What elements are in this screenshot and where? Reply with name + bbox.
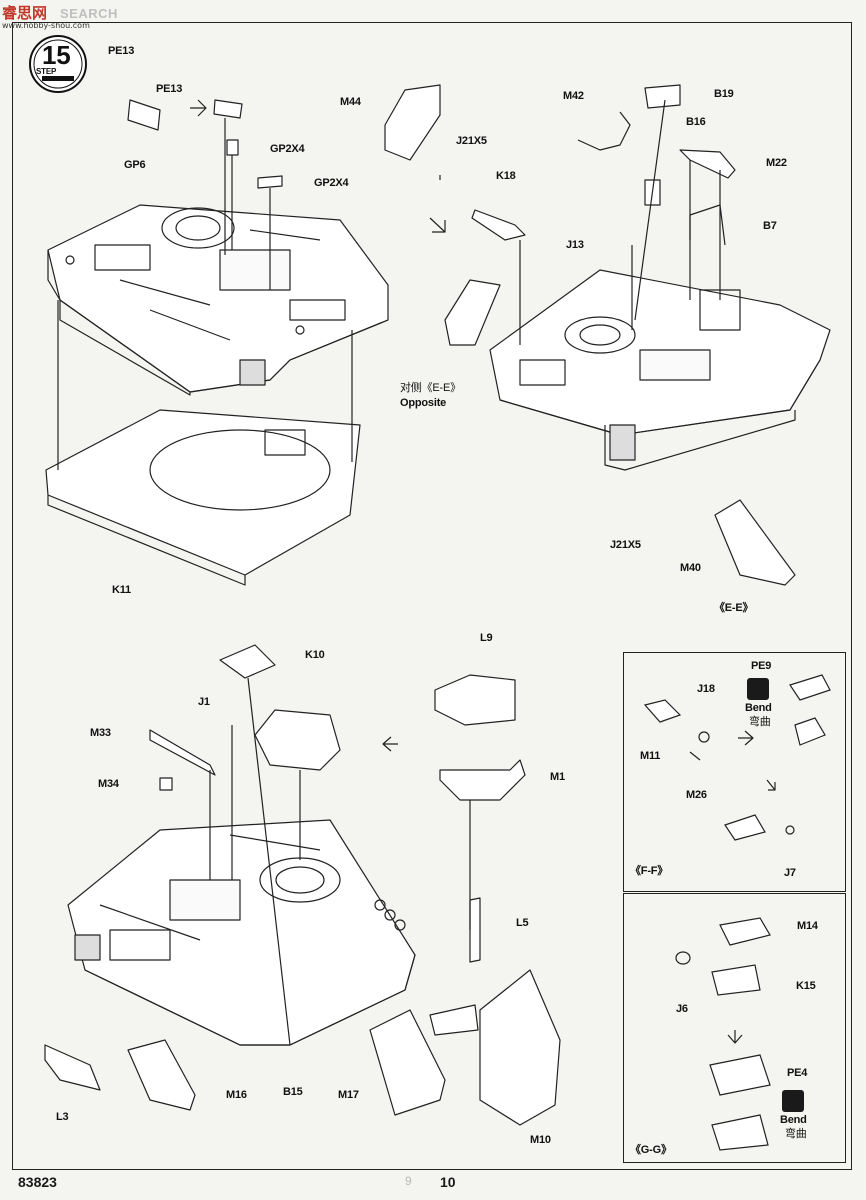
- bend-icon: [747, 678, 769, 700]
- label-pe13-b: PE13: [156, 83, 183, 95]
- label-b19: B19: [714, 88, 734, 100]
- inset-f-f: [623, 652, 846, 892]
- part-l5-shape: [469, 897, 481, 963]
- inset-g-g: [623, 893, 846, 1163]
- bend-icon: [782, 1090, 804, 1112]
- label-j1: J1: [198, 696, 210, 708]
- footer-page-number: 10: [440, 1174, 456, 1190]
- hull-lower-assembly: [67, 819, 416, 1046]
- label-k15: K15: [796, 980, 816, 992]
- label-pe4: PE4: [787, 1067, 808, 1079]
- site-watermark-search: SEARCH: [60, 6, 118, 21]
- label-m11: M11: [640, 750, 661, 762]
- label-b7: B7: [763, 220, 777, 232]
- label-j6: J6: [676, 1003, 688, 1015]
- step-number: 15: [42, 40, 71, 70]
- label-gp6: GP6: [124, 159, 146, 171]
- label-l3: L3: [56, 1111, 69, 1123]
- arrow-down-ff: [766, 779, 776, 791]
- part-e-e-shape: [444, 279, 501, 346]
- note-opposite-en: Opposite: [400, 397, 447, 409]
- label-m26: M26: [686, 789, 707, 801]
- label-ff: 《F-F》: [630, 865, 669, 877]
- hull-upper-right: [489, 269, 831, 471]
- label-j13: J13: [566, 239, 584, 251]
- arrow-down-left-1: [429, 217, 446, 233]
- site-logo: 睿思网: [2, 4, 48, 22]
- label-j18: J18: [697, 683, 715, 695]
- label-bend-en-1: Bend: [745, 702, 772, 714]
- label-m44: M44: [340, 96, 361, 108]
- part-b19-shape: [644, 84, 681, 109]
- label-m42: M42: [563, 90, 584, 102]
- label-m34: M34: [98, 778, 119, 790]
- part-m42-shape: [577, 111, 631, 151]
- label-k18: K18: [496, 170, 516, 182]
- site-watermark-url: www.hobby-shou.com: [2, 21, 90, 30]
- hull-bottom-plate-k11: [45, 300, 361, 586]
- label-bend-cn-2: 弯曲: [785, 1128, 807, 1140]
- label-l5: L5: [516, 917, 529, 929]
- part-turret-ring: [254, 709, 341, 771]
- part-m40-shape: [714, 499, 796, 586]
- label-m1: M1: [550, 771, 565, 783]
- label-m16: M16: [226, 1089, 247, 1101]
- label-m14: M14: [797, 920, 818, 932]
- arrow-left-2: [382, 736, 398, 752]
- part-gp6-shape: [127, 99, 161, 131]
- label-m33: M33: [90, 727, 111, 739]
- label-k10: K10: [305, 649, 325, 661]
- arrow-right-1: [190, 99, 207, 117]
- part-m17-shape: [369, 1009, 446, 1116]
- part-k18-shape: [471, 209, 526, 241]
- note-opposite-cn: 对侧《E-E》: [400, 382, 461, 394]
- label-j21x5-a: J21X5: [456, 135, 487, 147]
- label-j21x5-b: J21X5: [610, 539, 641, 551]
- label-m10: M10: [530, 1134, 551, 1146]
- step-badge: 15 STEP: [28, 34, 88, 94]
- label-m40: M40: [680, 562, 701, 574]
- part-l3-shape: [44, 1044, 101, 1091]
- label-bend-cn-1: 弯曲: [749, 716, 771, 728]
- label-k11: K11: [112, 584, 131, 596]
- label-m17: M17: [338, 1089, 359, 1101]
- label-gp2x4-b: GP2X4: [314, 177, 349, 189]
- label-pe13-a: PE13: [108, 45, 135, 57]
- label-m22: M22: [766, 157, 787, 169]
- part-m1-shape: [439, 759, 526, 801]
- label-bend-en-2: Bend: [780, 1114, 807, 1126]
- part-m22-shape: [679, 149, 736, 179]
- instruction-frame: [12, 22, 852, 1170]
- label-l9: L9: [480, 632, 493, 644]
- label-e-e: 《E-E》: [714, 602, 754, 614]
- hull-upper-left: [47, 204, 389, 396]
- part-m44-shape: [384, 84, 441, 161]
- part-m16-shape: [127, 1039, 196, 1111]
- part-gp-top-shape: [213, 99, 243, 119]
- arrow-right-ff: [738, 730, 754, 746]
- label-gg: 《G-G》: [630, 1144, 672, 1156]
- part-m33-shape: [149, 729, 216, 776]
- footer-kit-code: 83823: [18, 1174, 57, 1190]
- footer-ghost-text: 9: [405, 1174, 412, 1188]
- label-b15: B15: [283, 1086, 303, 1098]
- label-pe9: PE9: [751, 660, 772, 672]
- part-m10-shape: [479, 969, 561, 1126]
- label-j7: J7: [784, 867, 796, 879]
- label-b16: B16: [686, 116, 706, 128]
- part-k10-shape: [219, 644, 276, 679]
- step-label: STEP: [36, 67, 57, 76]
- part-l9-shape: [434, 674, 516, 726]
- arrow-down-gg: [727, 1030, 743, 1044]
- label-gp2x4-a: GP2X4: [270, 143, 305, 155]
